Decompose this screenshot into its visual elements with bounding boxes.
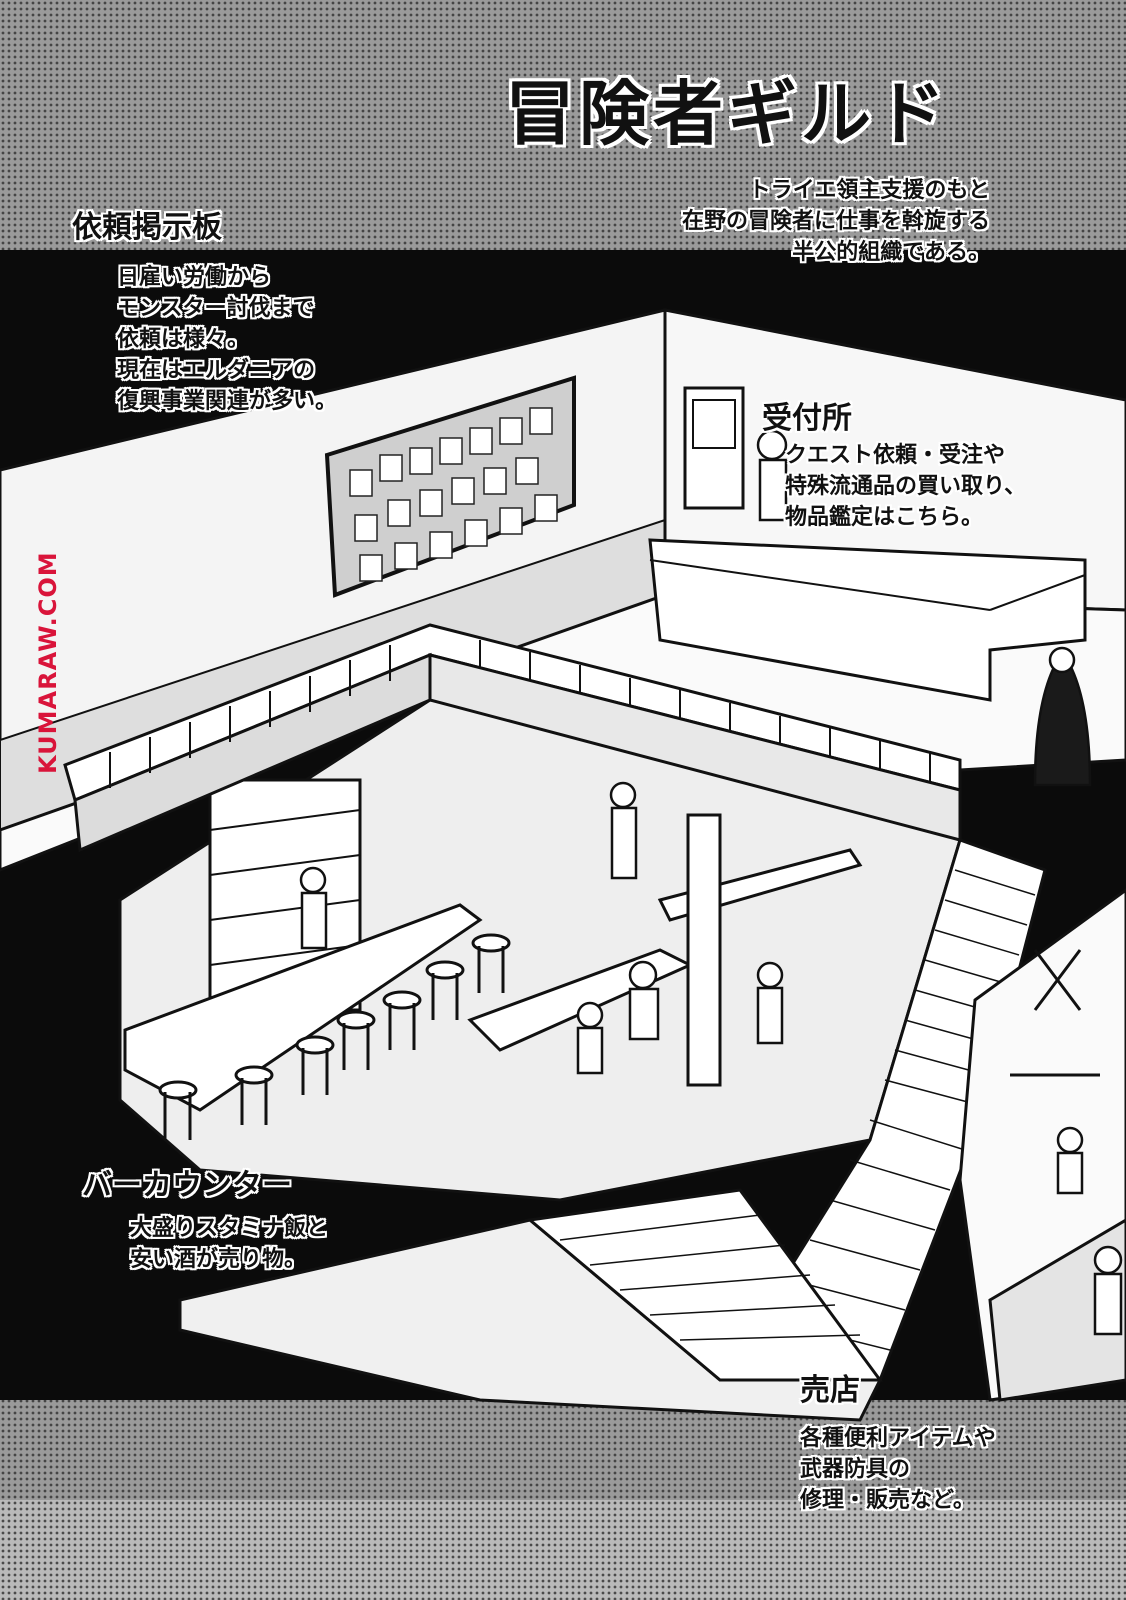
quest-board-caption: 日雇い労働から モンスター討伐まで 依頼は様々。 現在はエルダニアの 復興事業関… [117,262,337,417]
quest-board-line: 復興事業関連が多い。 [117,389,338,414]
shop-caption: 各種便利アイテムや 武器防具の 修理・販売など。 [800,1423,996,1516]
bar-counter-line: 大盛りスタミナ飯と [130,1216,329,1241]
reception-caption: クエスト依頼・受注や 特殊流通品の買い取り、 物品鑑定はこちら。 [785,440,1026,533]
reception-heading: 受付所 [762,401,852,436]
reception-line: クエスト依頼・受注や [785,443,1006,468]
page-title: 冒険者ギルド [505,73,949,155]
quest-board-line: モンスター討伐まで [117,296,315,321]
shop-line: 修理・販売など。 [800,1488,975,1513]
shop-line: 各種便利アイテムや [800,1426,996,1451]
watermark: KUMARAW.COM [34,551,62,774]
intro-caption: トライエ領主支援のもと 在野の冒険者に仕事を斡旋する 半公的組織である。 [585,175,990,268]
intro-line: 半公的組織である。 [792,240,990,265]
quest-board-line: 日雇い労働から [117,265,272,290]
intro-line: トライエ領主支援のもと [748,178,990,203]
bar-counter-heading: バーカウンター [82,1168,292,1203]
shop-heading: 売店 [800,1373,860,1408]
bottom-screentone [0,1500,1126,1600]
reception-line: 特殊流通品の買い取り、 [785,474,1027,499]
bar-counter-line: 安い酒が売り物。 [130,1247,307,1272]
bar-counter-caption: 大盛りスタミナ飯と 安い酒が売り物。 [130,1213,328,1275]
quest-board-line: 現在はエルダニアの [117,358,316,383]
shop-line: 武器防具の [800,1457,911,1482]
reception-counter-drawing [648,538,1087,702]
quest-board-heading: 依頼掲示板 [72,210,222,245]
intro-line: 在野の冒険者に仕事を斡旋する [681,209,990,234]
quest-board-line: 依頼は様々。 [117,327,250,352]
reception-line: 物品鑑定はこちら。 [785,505,984,530]
